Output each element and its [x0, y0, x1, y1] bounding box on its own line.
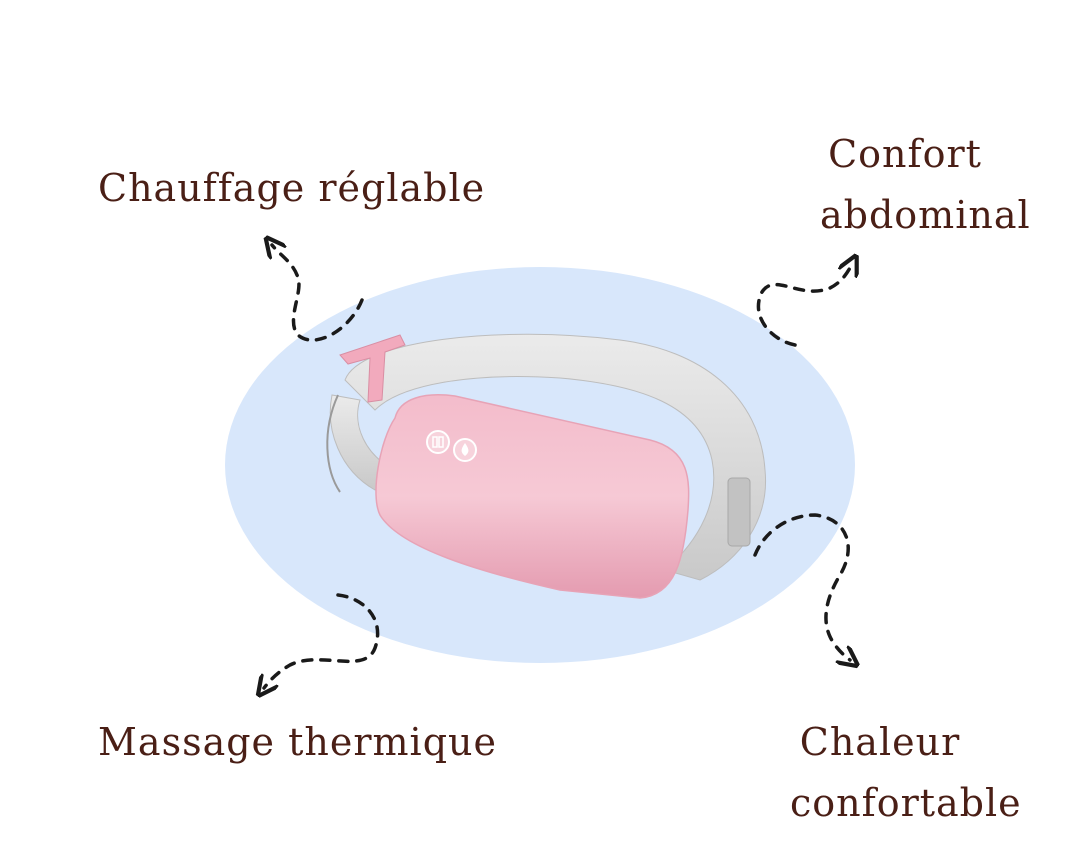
label-comfortable-heat-line2: confortable [790, 780, 1022, 825]
label-thermal-massage: Massage thermique [98, 712, 497, 773]
arrow-bottom-left [264, 593, 380, 688]
belt-strap [344, 333, 767, 581]
label-thermal-massage-text: Massage thermique [98, 720, 497, 764]
arrow-top-right [756, 264, 852, 347]
belt-buckle [727, 477, 751, 547]
label-abdominal-comfort-line2: abdominal [820, 192, 1031, 237]
heating-level-icon[interactable] [426, 430, 450, 454]
arrow-top-left [272, 245, 364, 342]
label-comfortable-heat: Chaleur confortable [790, 712, 1022, 834]
arrow-bottom-right [753, 513, 850, 660]
cable [326, 394, 341, 493]
label-adjustable-heating: Chauffage réglable [98, 158, 485, 219]
label-abdominal-comfort: Confort abdominal [820, 124, 1031, 246]
heat-drop-icon[interactable] [453, 438, 477, 462]
connector-clip [339, 334, 406, 403]
label-abdominal-comfort-line1: Confort [828, 132, 982, 176]
label-adjustable-heating-text: Chauffage réglable [98, 166, 486, 210]
label-comfortable-heat-line1: Chaleur [799, 720, 961, 764]
